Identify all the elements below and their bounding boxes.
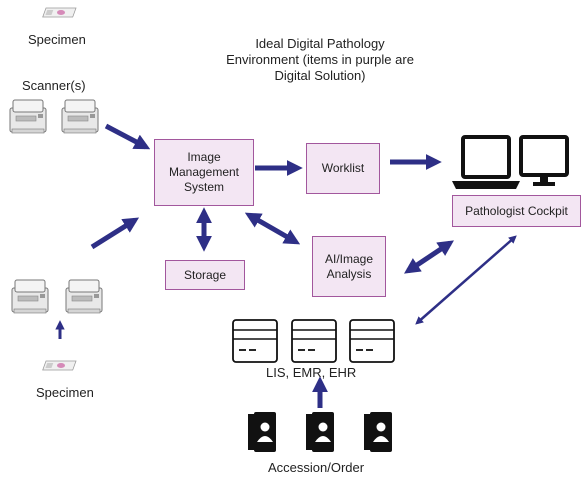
scanner-icon xyxy=(65,279,103,314)
accession-order-label: Accession/Order xyxy=(268,460,365,475)
specimen-top-label: Specimen xyxy=(28,32,86,47)
ai-image-analysis-label: AI/Image Analysis xyxy=(324,251,374,281)
diagram-title: Ideal Digital Pathology Environment (ite… xyxy=(226,36,414,83)
connectors xyxy=(55,123,517,408)
arrow-bottom-scanners-to-ims xyxy=(90,217,140,250)
records-card-icon xyxy=(232,319,278,363)
patient-id-card-icon xyxy=(306,412,334,452)
scanner-icon xyxy=(11,279,49,314)
arrow-scanners-to-ims xyxy=(104,123,151,150)
pathologist-cockpit-node: Pathologist Cockpit xyxy=(452,195,581,227)
laptop-icon xyxy=(452,135,520,189)
worklist-label: Worklist xyxy=(321,161,365,175)
arrow-ai-cockpit xyxy=(404,240,454,274)
image-management-system-label: Image Management System xyxy=(168,150,240,194)
patient-id-card-icon xyxy=(248,412,276,452)
ai-image-analysis-node: AI/Image Analysis xyxy=(312,236,386,297)
scanners-label: Scanner(s) xyxy=(22,78,86,93)
image-management-system-node: Image Management System xyxy=(154,139,254,206)
lis-emr-ehr-label: LIS, EMR, EHR xyxy=(266,365,357,380)
pathologist-cockpit-label: Pathologist Cockpit xyxy=(465,203,568,218)
records-card-icon xyxy=(349,319,395,363)
records-card-icon xyxy=(291,319,337,363)
patient-id-card-icon xyxy=(364,412,392,452)
storage-node: Storage xyxy=(165,260,245,290)
slide-icon xyxy=(42,7,77,18)
monitor-icon xyxy=(519,135,569,186)
scanner-icon xyxy=(9,99,47,134)
arrow-ims-ai xyxy=(244,212,301,245)
slide-icon xyxy=(42,360,77,371)
worklist-node: Worklist xyxy=(306,143,380,194)
storage-label: Storage xyxy=(183,267,227,282)
specimen-bottom-label: Specimen xyxy=(36,385,94,400)
scanner-icon xyxy=(61,99,99,134)
arrow-lis-cockpit xyxy=(415,235,517,325)
